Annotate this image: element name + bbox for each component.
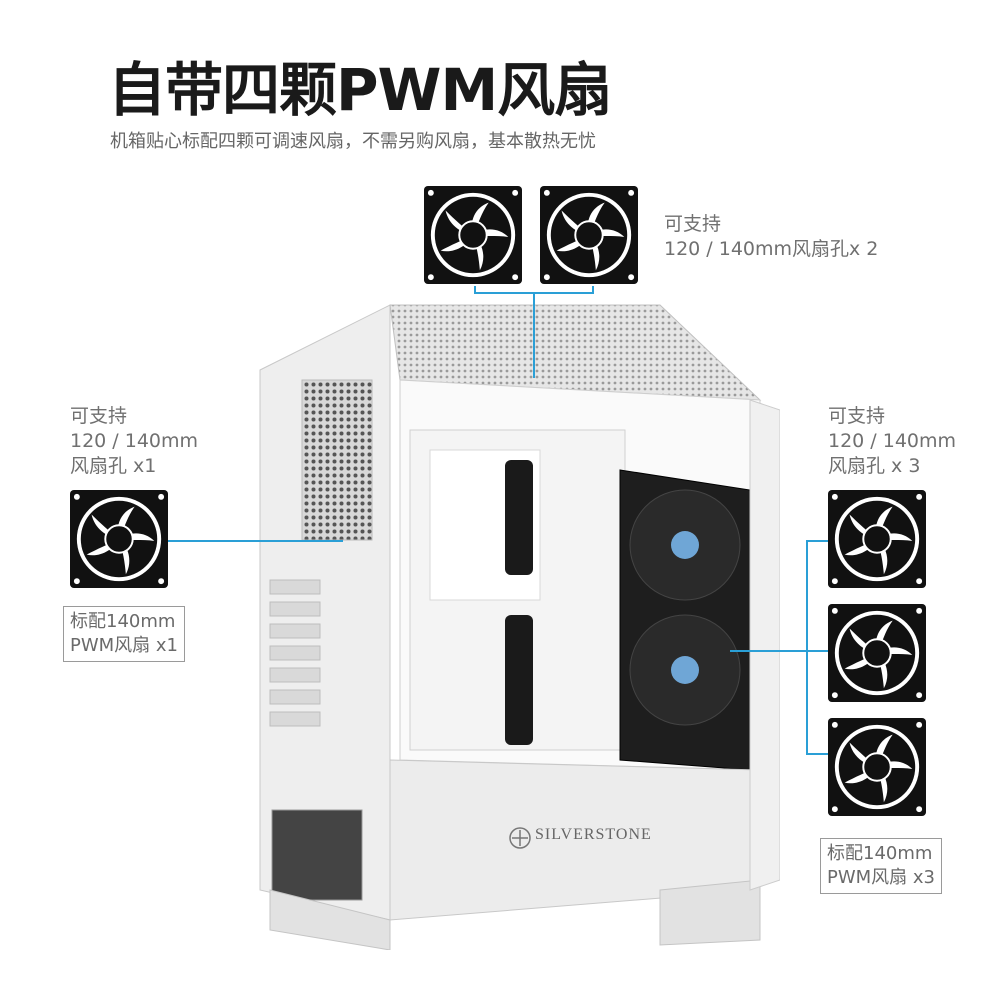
fan-icon <box>828 718 926 816</box>
front-caption-line3: 风扇孔 x 3 <box>828 455 921 477</box>
top-caption-line1: 可支持 <box>664 213 722 235</box>
snowflake-logo-icon <box>509 827 531 849</box>
front-caption-line2: 120 / 140mm <box>828 430 957 452</box>
front-fan-caption: 可支持 120 / 140mm 风扇孔 x 3 <box>828 404 956 479</box>
fan-icon <box>70 490 168 588</box>
front-box-line2: PWM风扇 x3 <box>827 867 936 888</box>
connector-front-tick-2 <box>806 650 828 652</box>
front-box-line1: 标配140mm <box>827 843 933 864</box>
rear-standard-fan-box: 标配140mm PWM风扇 x1 <box>63 606 186 662</box>
fan-icon <box>828 604 926 702</box>
page-title: 自带四颗PWM风扇 <box>108 56 612 124</box>
connector-top-right-drop <box>592 286 594 294</box>
rear-box-line1: 标配140mm <box>70 611 176 632</box>
connector-front-link <box>730 650 808 652</box>
front-standard-fan-box: 标配140mm PWM风扇 x3 <box>820 838 943 894</box>
connector-front-tick-3 <box>806 753 828 755</box>
connector-top-left-drop <box>474 286 476 294</box>
rear-box-line2: PWM风扇 x1 <box>70 635 179 656</box>
connector-front-vertical <box>806 540 808 755</box>
brand-logo-text: SILVERSTONE <box>535 826 652 843</box>
connector-rear <box>168 540 343 542</box>
page-subtitle: 机箱贴心标配四颗可调速风扇，不需另购风扇，基本散热无忧 <box>110 131 596 152</box>
pc-case-illustration <box>259 304 780 950</box>
rear-fan-caption: 可支持 120 / 140mm 风扇孔 x1 <box>70 404 198 479</box>
fan-icon <box>540 186 638 284</box>
fan-icon <box>424 186 522 284</box>
fan-icon <box>828 490 926 588</box>
connector-front-tick-1 <box>806 540 828 542</box>
connector-top-stem <box>533 293 535 378</box>
top-caption-line2: 120 / 140mm风扇孔x 2 <box>664 238 879 260</box>
top-fan-caption: 可支持 120 / 140mm风扇孔x 2 <box>664 212 878 262</box>
front-caption-line1: 可支持 <box>828 405 886 427</box>
rear-caption-line1: 可支持 <box>70 405 128 427</box>
rear-caption-line2: 120 / 140mm <box>70 430 199 452</box>
rear-caption-line3: 风扇孔 x1 <box>70 455 157 477</box>
